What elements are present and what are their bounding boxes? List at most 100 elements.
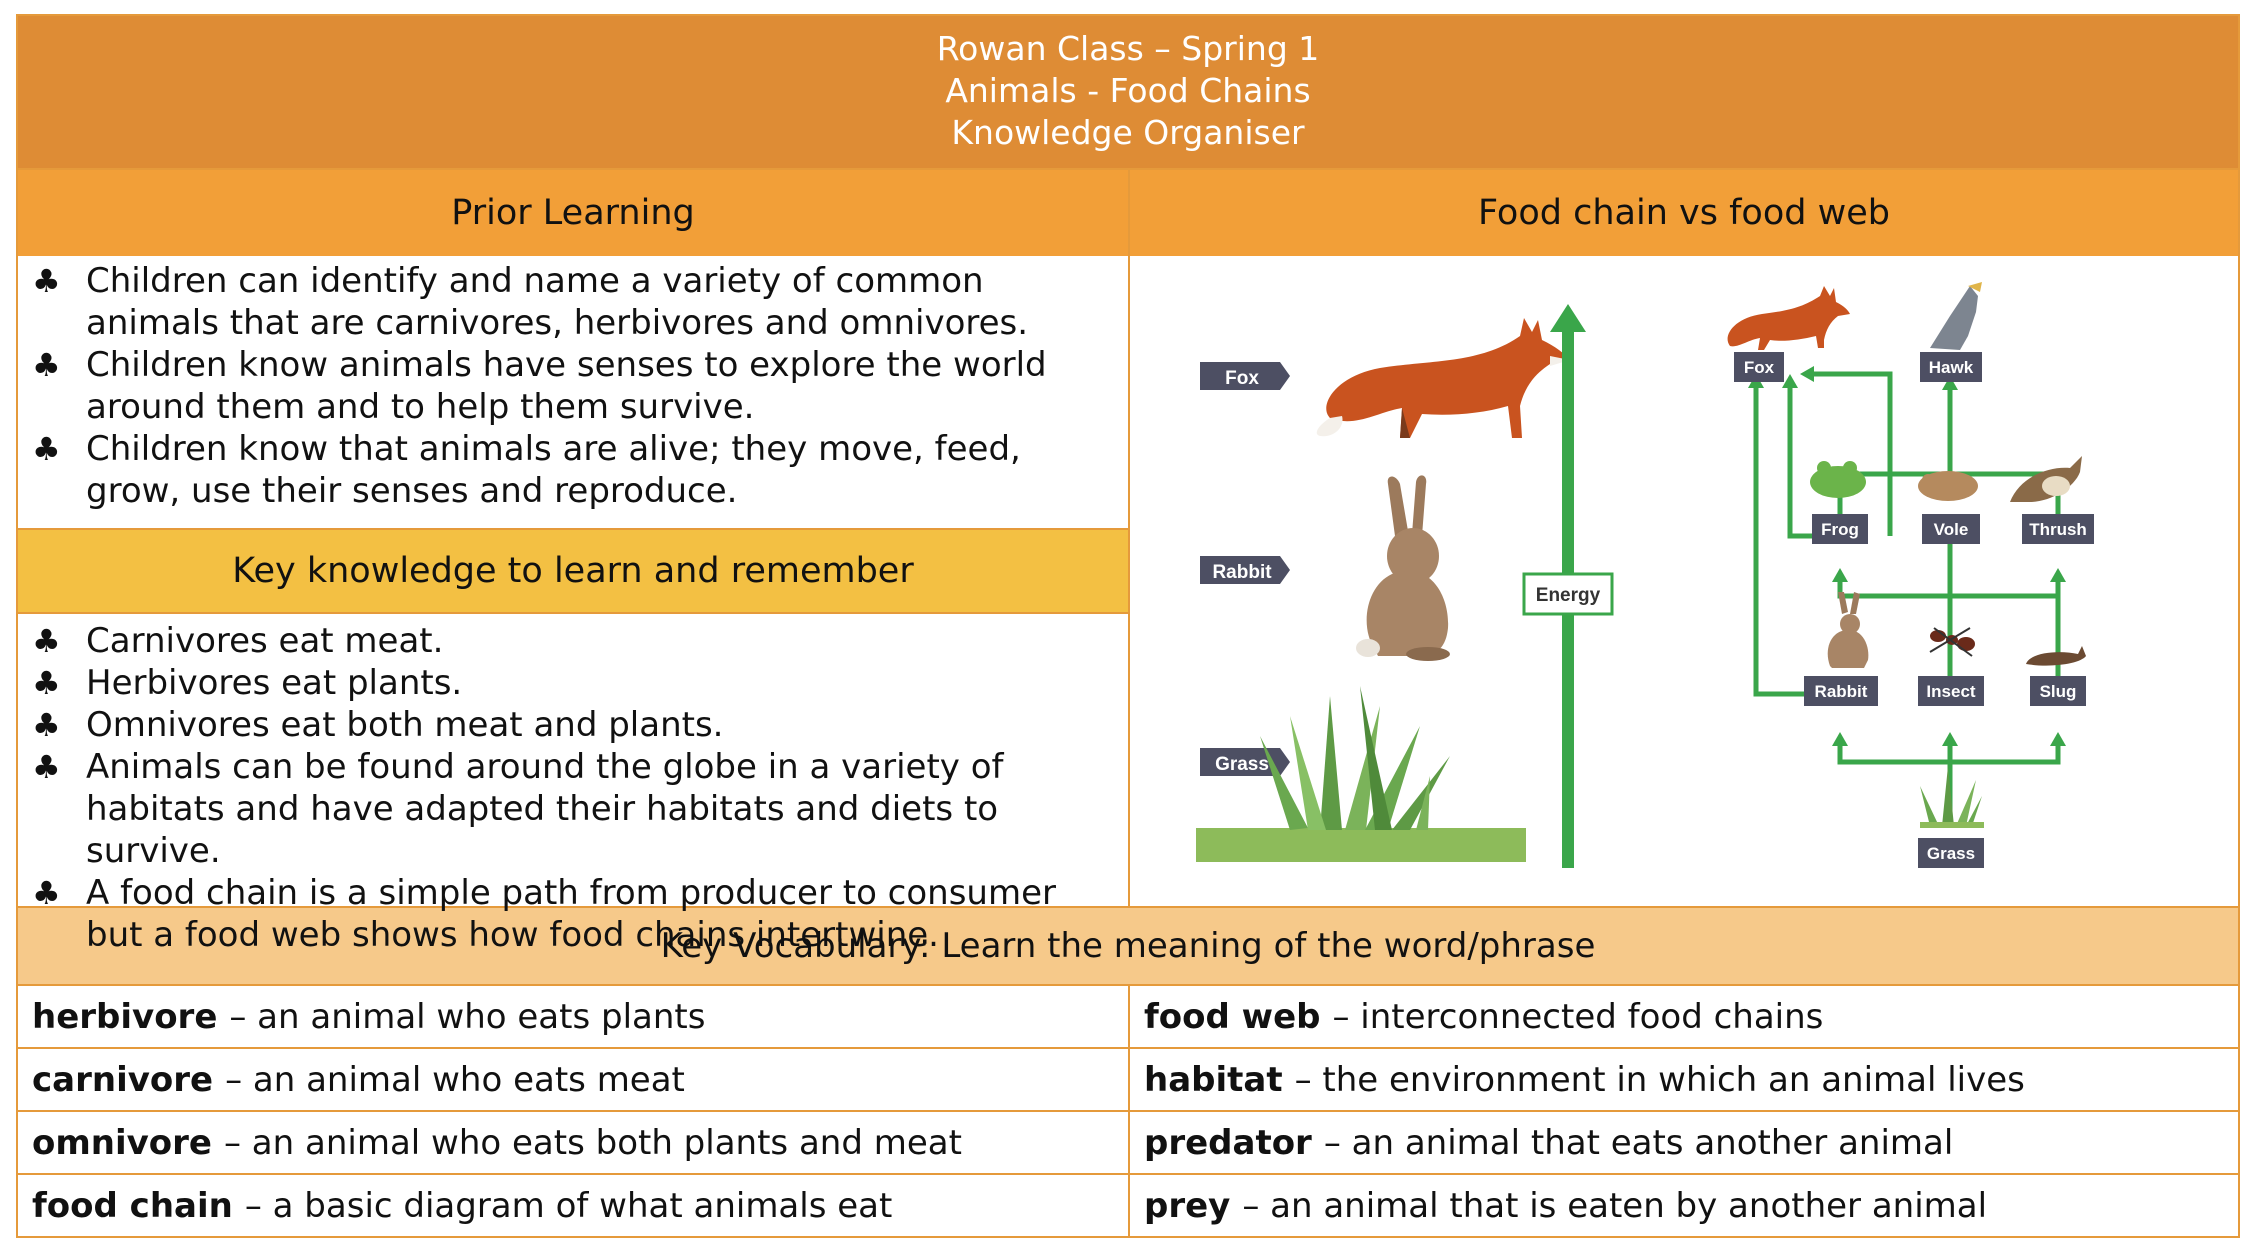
vocab-definition: – the environment in which an animal liv…	[1294, 1059, 2025, 1100]
knowledge-item-text: A food chain is a simple path from produ…	[86, 873, 1056, 955]
web-frog-icon	[1810, 461, 1866, 498]
web-label-insect: Insect	[1918, 676, 1984, 706]
web-label-rabbit: Rabbit	[1804, 676, 1878, 706]
web-vole-icon	[1918, 471, 1978, 501]
svg-text:Slug: Slug	[2040, 682, 2077, 701]
club-bullet-icon: ♣	[32, 874, 61, 912]
svg-text:Fox: Fox	[1744, 358, 1775, 377]
vocab-definition: – an animal that eats another animal	[1323, 1122, 1954, 1163]
knowledge-item-text: Omnivores eat both meat and plants.	[86, 705, 724, 745]
vocab-cell-right: prey– an animal that is eaten by another…	[1130, 1175, 2238, 1236]
prior-item: ♣ Children know animals have senses to ex…	[32, 344, 1112, 428]
knowledge-item: ♣ Carnivores eat meat.	[32, 620, 1112, 662]
vocab-definition: – an animal who eats both plants and mea…	[224, 1122, 962, 1163]
knowledge-item: ♣Omnivores eat both meat and plants.	[32, 704, 1112, 746]
vocab-cell-left: herbivore – an animal who eats plants	[18, 986, 1130, 1047]
key-vocabulary-heading: Key Vocabulary: Learn the meaning of the…	[18, 906, 2238, 986]
knowledge-item: ♣ A food chain is a simple path from prod…	[32, 872, 1112, 956]
club-bullet-icon: ♣	[32, 622, 61, 660]
vocab-cell-left: omnivore– an animal who eats both plants…	[18, 1112, 1130, 1173]
header-line-class: Rowan Class – Spring 1	[936, 29, 1320, 68]
vocab-term: herbivore	[32, 996, 218, 1037]
web-label-slug: Slug	[2030, 676, 2086, 706]
prior-learning-list: ♣ Children can identify and name a varie…	[18, 260, 1128, 512]
vocab-row: food chain– a basic diagram of what anim…	[18, 1175, 2238, 1236]
web-rabbit-icon	[1827, 592, 1869, 668]
key-vocabulary-table: herbivore – an animal who eats plants food…	[18, 986, 2238, 1236]
knowledge-organiser-page: Rowan Class – Spring 1 Animals - Food Ch…	[16, 14, 2240, 1238]
organiser-table: Rowan Class – Spring 1 Animals - Food Ch…	[16, 14, 2240, 1238]
vocab-cell-right: food web – interconnected food chains	[1130, 986, 2238, 1047]
knowledge-item-text: Animals can be found around the globe in…	[86, 747, 1004, 871]
rabbit-illustration	[1356, 475, 1450, 661]
fox-illustration	[1316, 318, 1570, 438]
vocab-cell-right: predator – an animal that eats another an…	[1130, 1112, 2238, 1173]
club-bullet-icon: ♣	[32, 748, 61, 786]
vocab-term: carnivore	[32, 1059, 214, 1100]
food-chain-web-heading: Food chain vs food web	[1130, 168, 2238, 256]
vocab-term: habitat	[1144, 1059, 1283, 1100]
key-knowledge-heading: Key knowledge to learn and remember	[18, 528, 1128, 614]
key-knowledge-content: ♣ Carnivores eat meat. ♣ Herbivores eat pla…	[18, 614, 1128, 955]
web-label-grass: Grass	[1918, 838, 1984, 868]
web-label-frog: Frog	[1812, 514, 1868, 544]
vocab-definition: – an animal who eats plants	[229, 996, 706, 1037]
svg-text:Energy: Energy	[1536, 585, 1601, 606]
knowledge-item: ♣ Herbivores eat plants.	[32, 662, 1112, 704]
svg-text:Vole: Vole	[1934, 520, 1969, 539]
club-bullet-icon: ♣	[32, 664, 61, 702]
vocab-row: herbivore – an animal who eats plants food…	[18, 986, 2238, 1049]
grass-illustration	[1196, 686, 1526, 862]
prior-learning-content: ♣ Children can identify and name a varie…	[18, 256, 1128, 528]
web-hawk-icon	[1930, 282, 1982, 350]
header-line-topic: Animals - Food Chains	[945, 71, 1311, 110]
vocab-definition: – an animal that is eaten by another ani…	[1242, 1185, 1988, 1226]
web-grass-icon	[1920, 766, 1984, 828]
prior-item-text: Children know that animals are alive; th…	[86, 429, 1021, 511]
svg-text:Fox: Fox	[1225, 368, 1259, 389]
key-knowledge-list: ♣ Carnivores eat meat. ♣ Herbivores eat pla…	[18, 620, 1128, 956]
vocab-definition: – interconnected food chains	[1332, 996, 1824, 1037]
prior-item: ♣ Children can identify and name a varie…	[32, 260, 1112, 344]
club-bullet-icon: ♣	[32, 262, 61, 300]
svg-text:Rabbit: Rabbit	[1212, 562, 1272, 583]
right-column: Food chain vs food web Fox	[1130, 168, 2238, 906]
club-bullet-icon: ♣	[32, 346, 61, 384]
web-thrush-icon	[2010, 456, 2082, 502]
vocab-definition: – a basic diagram of what animals eat	[244, 1185, 893, 1226]
knowledge-item: ♣ Animals can be found around the globe i…	[32, 746, 1112, 872]
knowledge-item-text: Herbivores eat plants.	[86, 663, 463, 703]
knowledge-item-text: Carnivores eat meat.	[86, 621, 444, 661]
vocab-cell-left: food chain– a basic diagram of what anim…	[18, 1175, 1130, 1236]
food-web-arrows	[1753, 371, 2061, 816]
web-label-fox: Fox	[1734, 352, 1784, 382]
prior-item-text: Children know animals have senses to exp…	[86, 345, 1047, 427]
food-chain-web-diagram: Fox Rabbit Grass	[1130, 256, 2238, 902]
vocab-definition: – an animal who eats meat	[225, 1059, 685, 1100]
web-slug-icon	[2026, 646, 2086, 666]
club-bullet-icon: ♣	[32, 430, 61, 468]
vocab-term: predator	[1144, 1122, 1312, 1163]
web-insect-icon	[1929, 627, 1975, 657]
svg-text:Frog: Frog	[1821, 520, 1859, 539]
vocab-cell-left: carnivore – an animal who eats meat	[18, 1049, 1130, 1110]
left-column: Prior Learning ♣ Children can identify a…	[18, 168, 1130, 955]
vocab-term: food web	[1144, 996, 1321, 1037]
web-label-vole: Vole	[1922, 514, 1980, 544]
food-diagram-svg: Fox Rabbit Grass	[1196, 282, 2094, 868]
svg-text:Hawk: Hawk	[1929, 358, 1974, 377]
svg-text:Thrush: Thrush	[2029, 520, 2087, 539]
vocab-row: carnivore – an animal who eats meat habita…	[18, 1049, 2238, 1112]
web-label-hawk: Hawk	[1920, 352, 1982, 382]
prior-item-text: Children can identify and name a variety…	[86, 261, 1029, 343]
page-header: Rowan Class – Spring 1 Animals - Food Ch…	[18, 16, 2238, 168]
prior-learning-heading: Prior Learning	[18, 168, 1128, 256]
svg-text:Rabbit: Rabbit	[1815, 682, 1868, 701]
prior-item: ♣ Children know that animals are alive; t…	[32, 428, 1112, 512]
vocab-row: omnivore– an animal who eats both plants…	[18, 1112, 2238, 1175]
header-line-title: Knowledge Organiser	[951, 113, 1305, 152]
chain-label-fox: Fox	[1200, 362, 1290, 390]
chain-label-rabbit: Rabbit	[1200, 556, 1290, 584]
energy-arrow: Energy	[1522, 304, 1614, 868]
svg-text:Grass: Grass	[1927, 844, 1975, 863]
